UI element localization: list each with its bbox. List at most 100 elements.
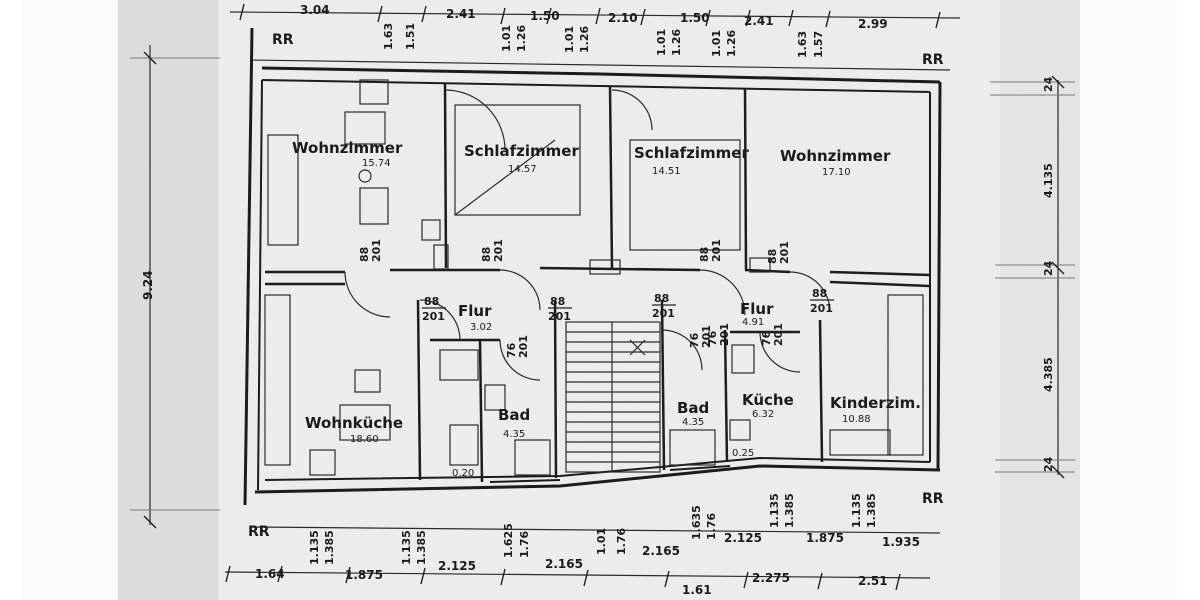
room-name: Flur bbox=[740, 300, 774, 318]
dimension-label: 1.385 bbox=[415, 530, 428, 565]
dimension-label: 24 bbox=[1042, 456, 1055, 472]
room-area: 4.35 bbox=[503, 429, 525, 440]
dimension-label: 2.125 bbox=[724, 531, 762, 545]
dimension-label: 1.76 bbox=[705, 513, 718, 540]
dimension-label: 1.26 bbox=[725, 30, 738, 57]
dimension-label: 1.01 bbox=[500, 25, 513, 52]
right-dimension-labels: 24 4.135 24 4.385 24 bbox=[1042, 76, 1055, 472]
dimension-label: 1.01 bbox=[710, 30, 723, 57]
dimension-label: 1.875 bbox=[806, 531, 844, 545]
staircase bbox=[565, 321, 661, 473]
room-name: Bad bbox=[498, 406, 530, 424]
rr-mark: RR bbox=[272, 32, 294, 48]
dimension-label: 1.61 bbox=[682, 583, 712, 597]
note-label: 0.20 bbox=[452, 468, 474, 479]
svg-text:201: 201 bbox=[548, 310, 571, 323]
dimension-label: 4.135 bbox=[1042, 163, 1055, 198]
svg-text:88: 88 bbox=[654, 292, 669, 305]
note-label: 0.25 bbox=[732, 448, 754, 459]
rr-mark: RR bbox=[922, 52, 944, 68]
room-name: Bad bbox=[677, 399, 709, 417]
svg-text:88: 88 bbox=[480, 247, 493, 262]
room-area: 14.57 bbox=[508, 164, 537, 175]
dimension-label: 1.135 bbox=[850, 493, 863, 528]
svg-text:201: 201 bbox=[778, 241, 791, 264]
dimension-label: 1.625 bbox=[502, 523, 515, 558]
dimension-label: 2.10 bbox=[608, 11, 638, 25]
dimension-label: 1.76 bbox=[518, 531, 531, 558]
dimension-label: 1.935 bbox=[882, 535, 920, 549]
room-area: 3.02 bbox=[470, 322, 492, 333]
room-name: Kinderzim. bbox=[830, 394, 921, 412]
room-labels: Wohnzimmer 15.74 Schlafzimmer 14.57 Schl… bbox=[292, 139, 921, 445]
dimension-label: 2.165 bbox=[545, 557, 583, 571]
svg-text:88: 88 bbox=[698, 247, 711, 262]
room-name: Wohnzimmer bbox=[292, 139, 403, 157]
svg-text:88: 88 bbox=[812, 287, 827, 300]
dimension-label: 2.275 bbox=[752, 571, 790, 585]
dimension-label: 1.51 bbox=[404, 23, 417, 50]
paper-shadow-right bbox=[1000, 0, 1080, 600]
dimension-label: 1.135 bbox=[400, 530, 413, 565]
dimension-label: 1.385 bbox=[323, 530, 336, 565]
svg-text:76: 76 bbox=[688, 332, 701, 348]
room-area: 10.88 bbox=[842, 414, 871, 425]
dimension-label: 2.125 bbox=[438, 559, 476, 573]
svg-text:201: 201 bbox=[810, 302, 833, 315]
dimension-label: 2.41 bbox=[744, 14, 774, 28]
svg-text:201: 201 bbox=[422, 310, 445, 323]
svg-text:201: 201 bbox=[718, 323, 731, 346]
dimension-label: 9.24 bbox=[141, 270, 155, 300]
svg-text:201: 201 bbox=[652, 307, 675, 320]
rr-mark: RR bbox=[922, 491, 944, 507]
dimension-label: 2.99 bbox=[858, 17, 888, 31]
dimension-label: 1.64 bbox=[255, 567, 285, 581]
dimension-label: 1.01 bbox=[655, 29, 668, 56]
dimension-label: 1.50 bbox=[530, 9, 560, 23]
room-name: Schlafzimmer bbox=[634, 144, 749, 162]
svg-text:88: 88 bbox=[766, 249, 779, 264]
dimension-label: 1.385 bbox=[783, 493, 796, 528]
room-name: Schlafzimmer bbox=[464, 142, 579, 160]
dimension-label: 1.135 bbox=[768, 493, 781, 528]
dimension-label: 2.51 bbox=[858, 574, 888, 588]
bottom-dimension-labels: 1.64 1.135 1.385 1.875 1.135 1.385 2.125… bbox=[255, 493, 920, 597]
dimension-label: 1.57 bbox=[812, 31, 825, 58]
dimension-label: 1.385 bbox=[865, 493, 878, 528]
paper-shadow-left bbox=[118, 0, 218, 600]
dimension-label: 1.635 bbox=[690, 505, 703, 540]
room-name: Flur bbox=[458, 302, 492, 320]
dimension-label: 3.04 bbox=[300, 3, 330, 17]
room-area: 15.74 bbox=[362, 158, 391, 169]
dimension-label: 2.165 bbox=[642, 544, 680, 558]
top-dimension-labels: 3.04 1.63 1.51 2.41 1.01 1.26 1.50 1.01 … bbox=[300, 3, 888, 58]
room-name: Wohnküche bbox=[305, 414, 403, 432]
dimension-label: 1.26 bbox=[515, 25, 528, 52]
dimension-label: 1.875 bbox=[345, 568, 383, 582]
svg-text:76: 76 bbox=[760, 330, 773, 346]
room-area: 17.10 bbox=[822, 167, 851, 178]
dimension-label: 1.01 bbox=[563, 26, 576, 53]
dimension-label: 1.63 bbox=[382, 23, 395, 50]
dimension-label: 1.63 bbox=[796, 31, 809, 58]
room-area: 14.51 bbox=[652, 166, 681, 177]
dimension-label: 24 bbox=[1042, 260, 1055, 276]
room-area: 4.35 bbox=[682, 417, 704, 428]
svg-text:76: 76 bbox=[505, 342, 518, 358]
dimension-label: 1.76 bbox=[615, 528, 628, 555]
svg-text:88: 88 bbox=[550, 295, 565, 308]
room-name: Wohnzimmer bbox=[780, 147, 891, 165]
svg-text:76: 76 bbox=[706, 330, 719, 346]
svg-text:201: 201 bbox=[492, 239, 505, 262]
paper-grain bbox=[118, 0, 1080, 600]
